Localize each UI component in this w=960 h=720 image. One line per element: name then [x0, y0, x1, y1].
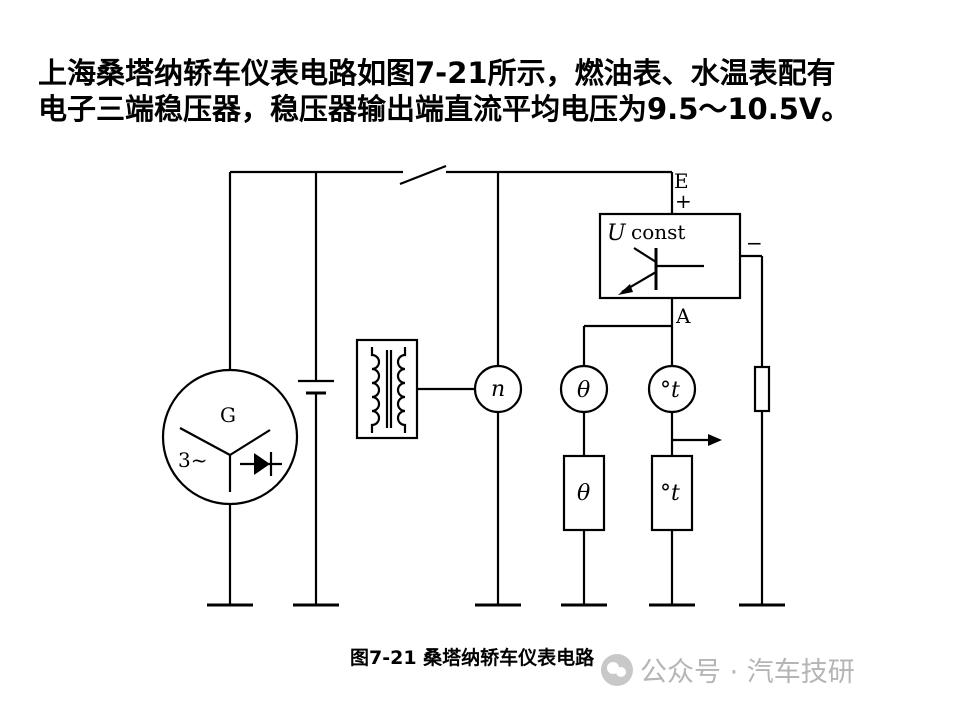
regulator-const-label: const: [631, 220, 685, 244]
caption-number: 图7-21: [350, 647, 417, 669]
caption-title: 桑塔纳轿车仪表电路: [423, 647, 595, 669]
rectifier-diode-icon: [240, 452, 282, 476]
transformer-secondary-coil-icon: [396, 347, 407, 433]
generator-label: G: [220, 403, 236, 427]
intro-line-2: 电子三端稳压器，稳压器输出端直流平均电压为9.5～10.5V。: [38, 92, 851, 126]
regulator-u-label: U: [607, 221, 627, 246]
ignition-switch: [399, 164, 447, 186]
intro-line-1: 上海桑塔纳轿车仪表电路如图7-21所示，燃油表、水温表配有: [38, 56, 836, 90]
fuel-gauge-symbol: θ: [577, 378, 590, 403]
transformer-primary-coil-icon: [370, 347, 381, 433]
watermark-text: 公众号 · 汽车技研: [640, 657, 855, 688]
terminal-a-label: A: [675, 304, 691, 328]
wechat-logo-icon: [601, 653, 633, 686]
tachometer-symbol: n: [491, 377, 505, 402]
generator-winding-icon: [179, 427, 271, 492]
intro-text: 上海桑塔纳轿车仪表电路如图7-21所示，燃油表、水温表配有 电子三端稳压器，稳压…: [38, 55, 938, 127]
temp-output-arrow-icon: [708, 434, 722, 446]
terminal-plus-label: +: [675, 189, 692, 213]
temp-sender-symbol: °t: [660, 481, 680, 506]
generator-phase-label: 3~: [178, 448, 207, 472]
resistor: [753, 365, 771, 413]
fuel-sender-symbol: θ: [577, 481, 590, 506]
terminal-minus-label: −: [746, 231, 763, 255]
figure-caption: 图7-21 桑塔纳轿车仪表电路: [350, 643, 594, 670]
watermark: 公众号 · 汽车技研: [600, 650, 855, 689]
terminal-e-label: E: [674, 169, 689, 193]
temp-gauge-symbol: °t: [660, 378, 680, 403]
regulator-transistor-icon: [618, 247, 704, 295]
